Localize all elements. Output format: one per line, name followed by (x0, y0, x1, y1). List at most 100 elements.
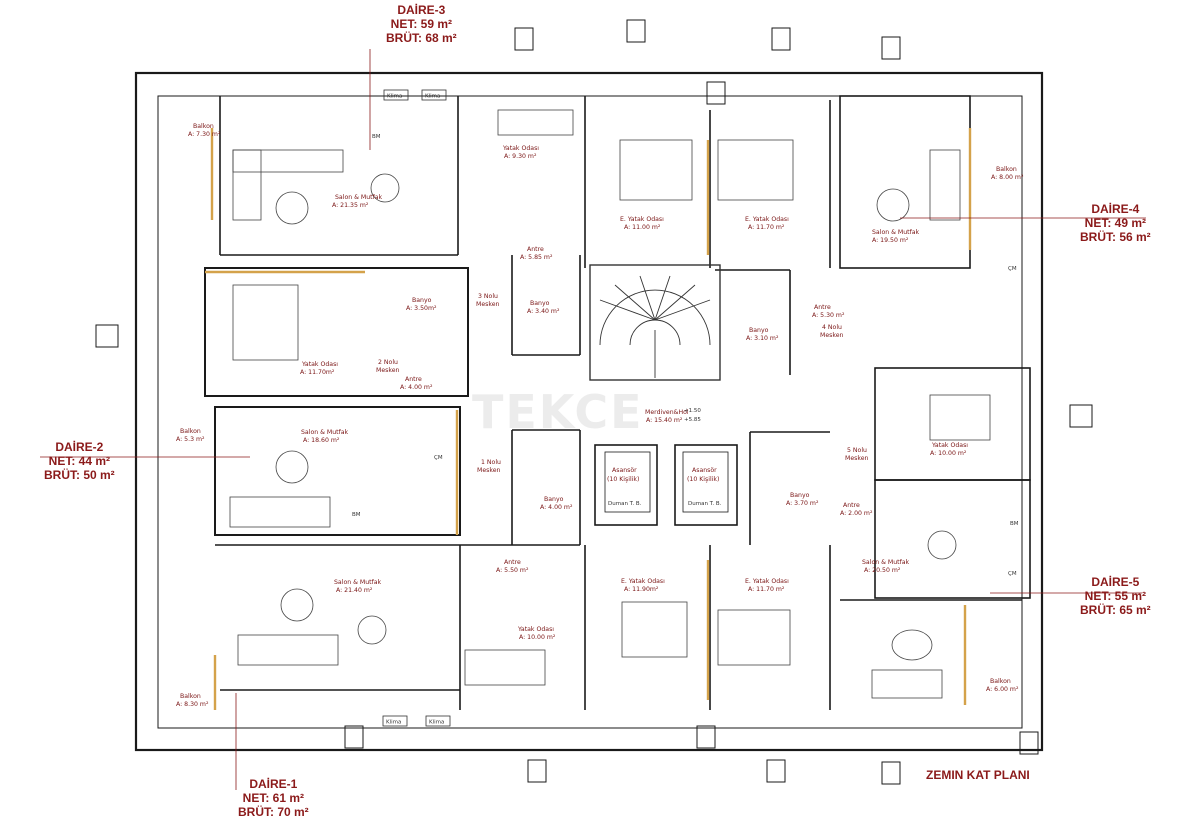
room-area: A: 3.70 m² (786, 500, 819, 507)
room-label: Asansör (612, 467, 637, 474)
room-area: A: 4.00 m² (400, 384, 433, 391)
room-area: A: 18.60 m² (303, 437, 340, 444)
unit-name: DAİRE-5 (1091, 575, 1140, 589)
unit-net-area: NET: 61 m² (242, 790, 305, 805)
room-label: 3 Nolu (478, 293, 498, 300)
room-label: (10 Kişilik) (687, 476, 719, 483)
room-area: A: 2.00 m² (840, 510, 873, 517)
room-label: Banyo (530, 300, 550, 307)
room-area: A: 5.85 m² (520, 254, 553, 261)
room-area: A: 11.70m² (300, 369, 335, 376)
room-label: 5 Nolu (847, 447, 867, 454)
room-label: Mesken (476, 301, 500, 308)
cm-label: ÇM (1008, 571, 1017, 577)
window-symbols (95, 19, 1093, 785)
room-label: Salon & Mutfak (872, 229, 920, 236)
room-area: A: 5.30 m² (812, 312, 845, 319)
room-area: A: 3.50m² (406, 305, 437, 312)
room-area: A: 8.30 m² (176, 701, 209, 708)
room-area: A: 15.40 m² (646, 417, 683, 424)
room-label: Salon & Mutfak (335, 194, 383, 201)
room-label: Balkon (990, 678, 1011, 685)
room-label: Banyo (790, 492, 810, 499)
room-label: Balkon (193, 123, 214, 130)
elevator-shafts (594, 444, 738, 526)
room-label: Yatak Odası (517, 626, 554, 633)
unit-name: DAİRE-4 (1091, 202, 1140, 216)
room-label: Antre (814, 304, 831, 311)
room-label: 4 Nolu (822, 324, 842, 331)
bm-label: BM (372, 134, 381, 140)
unit-gross-area: BRÜT: 56 m² (1080, 229, 1151, 244)
room-area: A: 8.00 m² (991, 174, 1024, 181)
room-label: Merdiven&Hol (645, 409, 689, 416)
duman-label: Duman T. B. (688, 501, 722, 507)
level-mark: +5.85 (684, 417, 701, 423)
plan-title: ZEMIN KAT PLANI (926, 768, 1030, 782)
room-area: A: 11.00 m² (624, 224, 661, 231)
room-label: 2 Nolu (378, 359, 398, 366)
outer-walls (134, 71, 1044, 752)
room-label: Salon & Mutfak (862, 559, 910, 566)
room-area: A: 9.30 m² (504, 153, 537, 160)
room-area: A: 11.90m² (624, 586, 659, 593)
room-label: (10 Kişilik) (607, 476, 639, 483)
room-area: A: 3.40 m² (527, 308, 560, 315)
room-area: A: 5.3 m² (176, 436, 205, 443)
leader-lines (40, 49, 1146, 790)
unit-label-daire-2: DAİRE-2 NET: 44 m² BRÜT: 50 m² (44, 440, 115, 482)
unit-net-area: NET: 55 m² (1084, 588, 1147, 603)
cm-label: ÇM (1008, 266, 1017, 272)
room-area: A: 21.35 m² (332, 202, 369, 209)
unit-gross-area: BRÜT: 50 m² (44, 467, 115, 482)
unit-gross-area: BRÜT: 68 m² (386, 30, 457, 45)
room-area: A: 10.00 m² (519, 634, 556, 641)
room-labels: Balkon A: 7.30 m² Salon & Mutfak A: 21.3… (176, 123, 1024, 708)
bm-label: BM (352, 512, 361, 518)
klima-label: Klima (429, 720, 444, 726)
room-label: Salon & Mutfak (301, 429, 349, 436)
bm-label: BM (1010, 521, 1019, 527)
room-label: E. Yatak Odası (745, 578, 789, 585)
furniture (229, 109, 991, 699)
room-area: A: 3.10 m² (746, 335, 779, 342)
room-label: Yatak Odası (301, 361, 338, 368)
room-area: A: 11.70 m² (748, 224, 785, 231)
wood-edges (205, 128, 972, 710)
room-label: Antre (843, 502, 860, 509)
room-label: Balkon (996, 166, 1017, 173)
room-label: Mesken (820, 332, 844, 339)
room-label: Salon & Mutfak (334, 579, 382, 586)
unit-label-daire-3: DAİRE-3 NET: 59 m² BRÜT: 68 m² (386, 3, 457, 45)
room-area: A: 19.50 m² (872, 237, 909, 244)
room-label: Banyo (749, 327, 769, 334)
room-label: Antre (527, 246, 544, 253)
unit-gross-area: BRÜT: 65 m² (1080, 602, 1151, 617)
room-label: Balkon (180, 428, 201, 435)
room-label: Yatak Odası (931, 442, 968, 449)
room-label: Mesken (376, 367, 400, 374)
room-label: Asansör (692, 467, 717, 474)
room-area: A: 21.40 m² (336, 587, 373, 594)
level-mark: +1.50 (684, 408, 701, 414)
room-label: Banyo (544, 496, 564, 503)
klima-label: Klima (425, 94, 440, 100)
room-area: A: 10.00 m² (930, 450, 967, 457)
unit-net-area: NET: 44 m² (48, 453, 111, 468)
room-area: A: 11.70 m² (748, 586, 785, 593)
room-label: 1 Nolu (481, 459, 501, 466)
spiral-staircase (589, 264, 721, 381)
cm-label: ÇM (434, 455, 443, 461)
watermark: TEKCE (472, 385, 644, 439)
interior-walls (215, 96, 1022, 710)
room-label: E. Yatak Odası (745, 216, 789, 223)
klima-label: Klima (386, 720, 401, 726)
room-area: A: 4.00 m² (540, 504, 573, 511)
unit-name: DAİRE-3 (397, 3, 446, 17)
room-label: Yatak Odası (502, 145, 539, 152)
small-annotations: Klima Klima Klima Klima +1.50 +5.85 ÇM Ç… (352, 89, 1019, 727)
unit-net-area: NET: 49 m² (1084, 215, 1147, 230)
room-label: Mesken (477, 467, 501, 474)
room-label: Mesken (845, 455, 869, 462)
room-label: E. Yatak Odası (620, 216, 664, 223)
